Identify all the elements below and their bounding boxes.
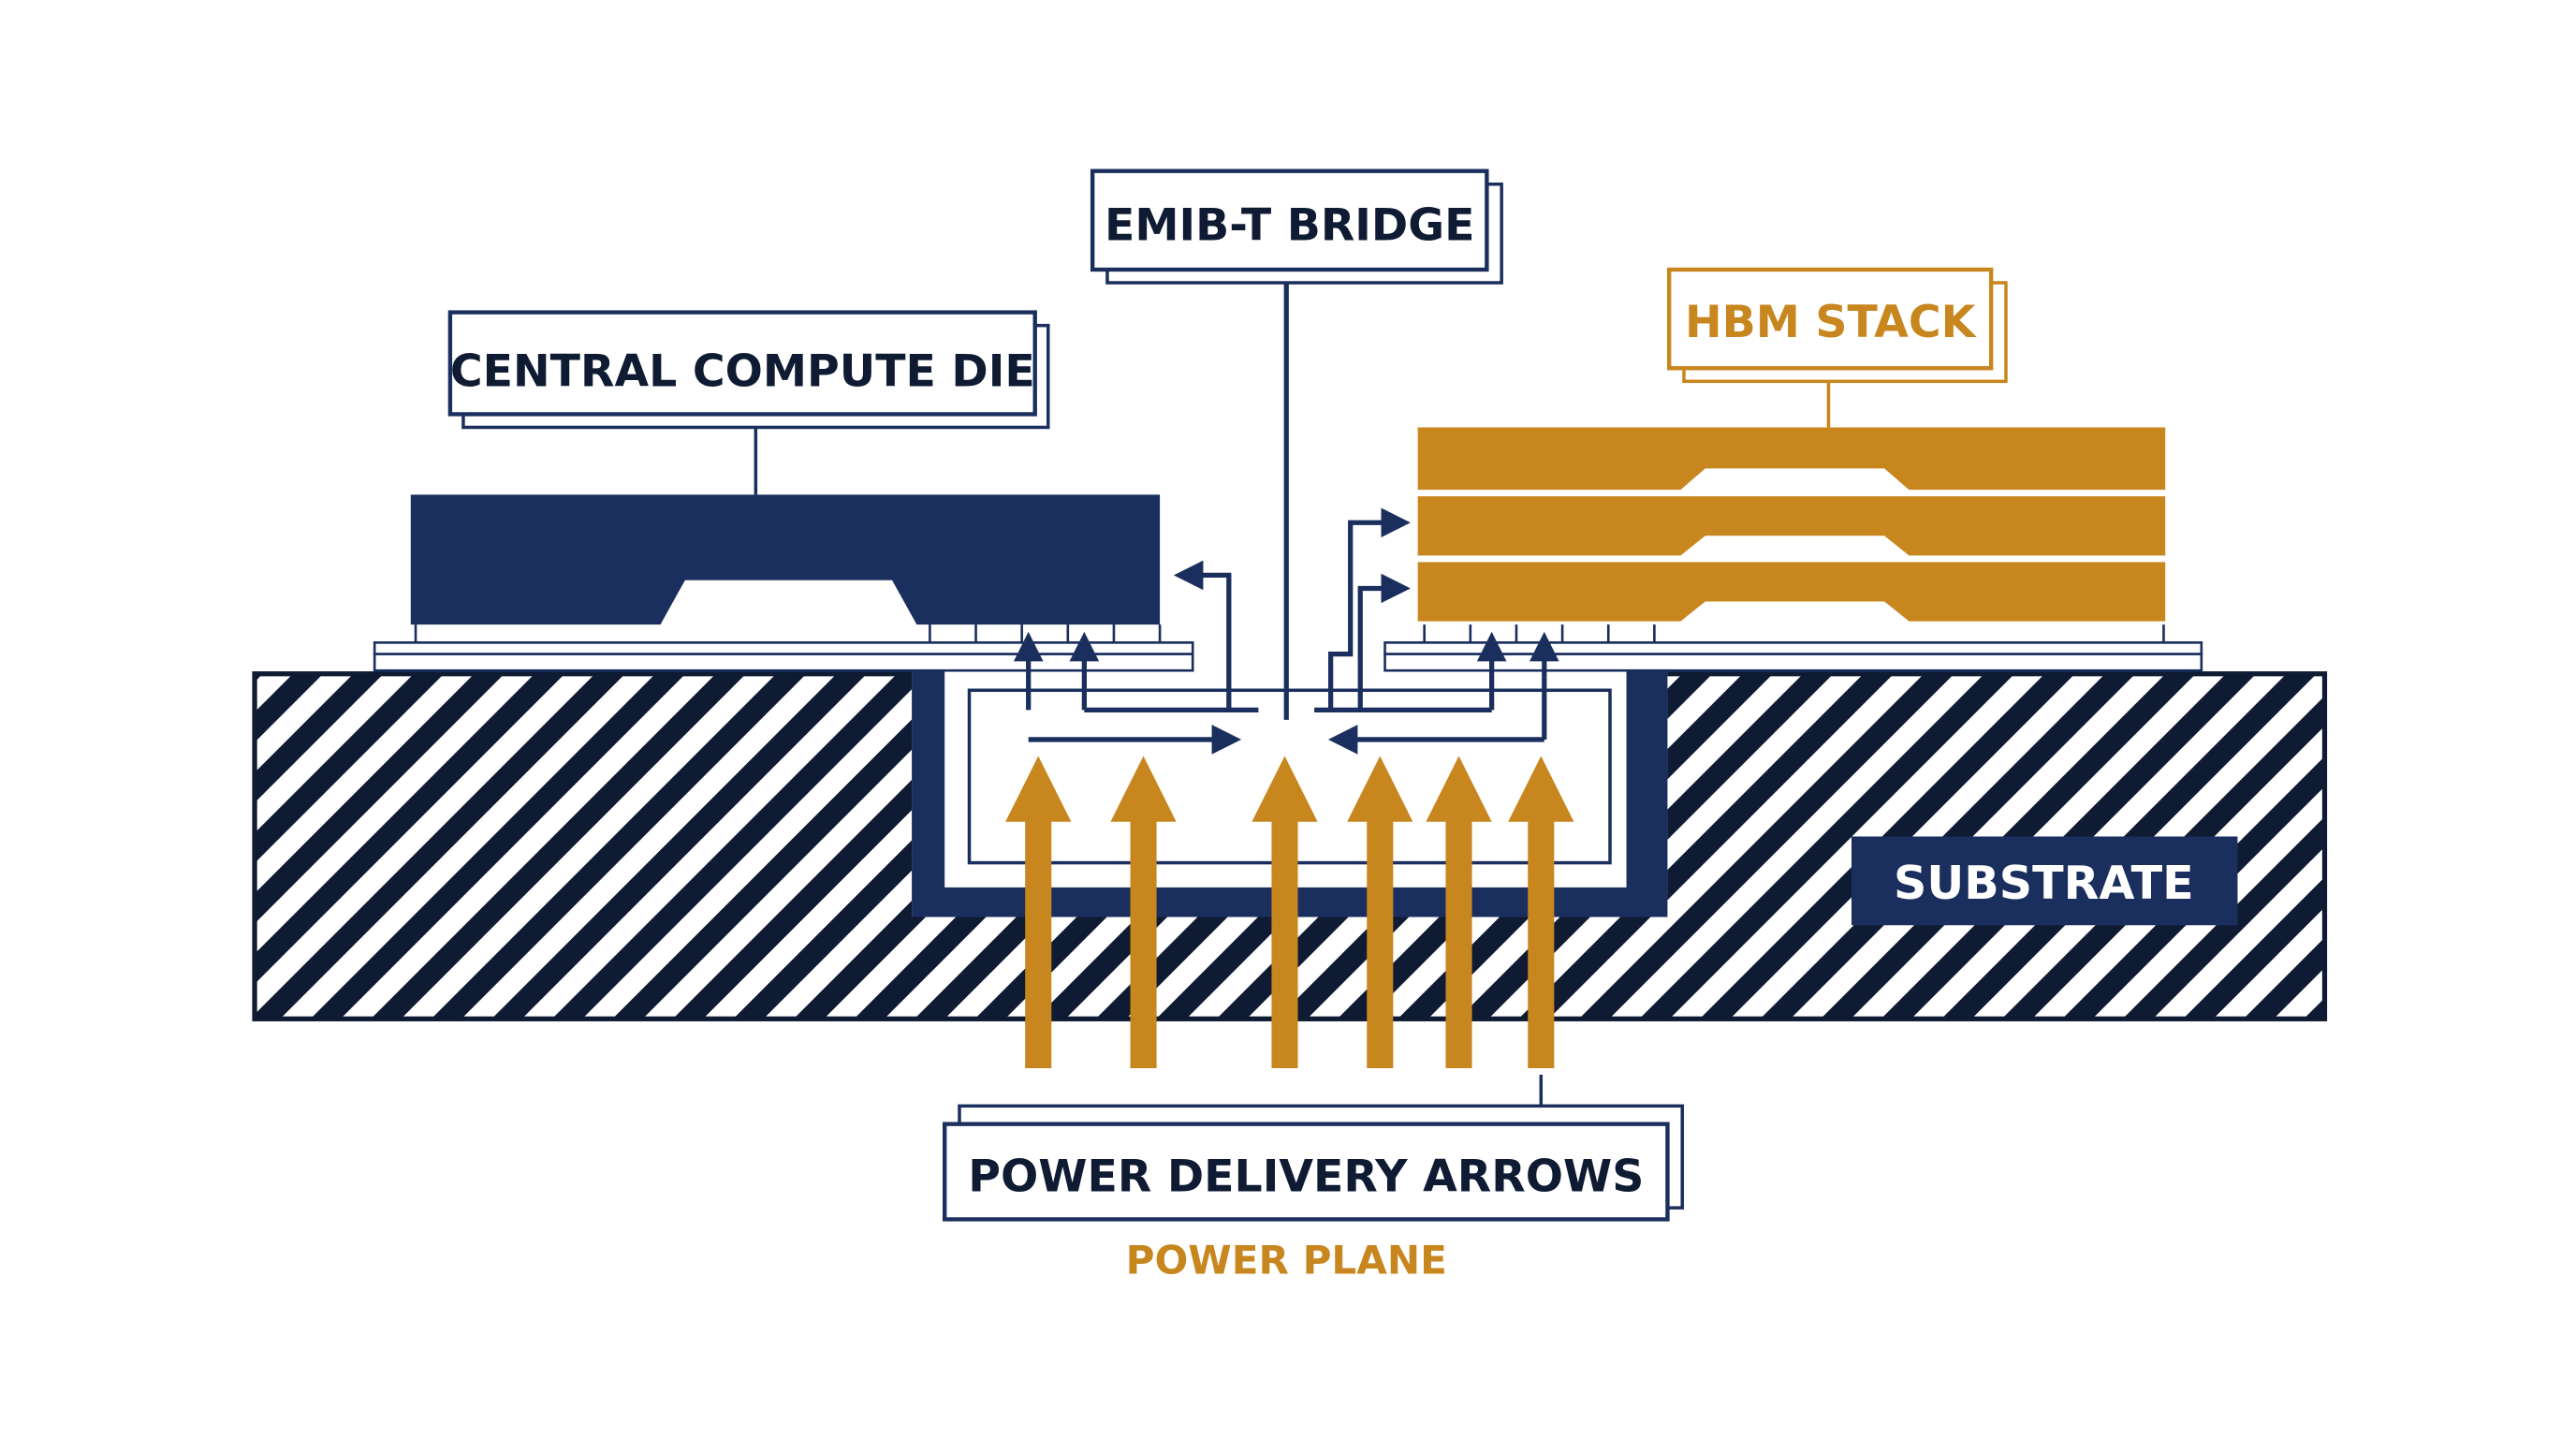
hbm-label: HBM STACK (1685, 297, 1978, 348)
emib-bridge-label-box: EMIB-T BRIDGE (1090, 169, 1503, 285)
hbm-label-box: HBM STACK (1666, 267, 2008, 384)
power-arrow-3 (1251, 756, 1318, 1068)
substrate-label-box: SUBSTRATE (1852, 836, 2238, 926)
power-arrow-6 (1508, 756, 1574, 1068)
power-plane-label: POWER PLANE (1126, 1237, 1447, 1283)
substrate-label: SUBSTRATE (1894, 856, 2194, 910)
power-arrow-4 (1347, 756, 1413, 1068)
left-pad-strip (373, 624, 1194, 672)
signal-routing-arrows (1013, 283, 1559, 755)
power-arrow-1 (1005, 756, 1072, 1068)
power-arrows-label: POWER DELIVERY ARROWS (968, 1152, 1644, 1203)
power-label-box: POWER DELIVERY ARROWS (942, 1104, 1684, 1222)
power-delivery-arrow-group (1005, 756, 1574, 1068)
central-die-label-box: CENTRAL COMPUTE DIE (447, 310, 1050, 430)
power-arrow-2 (1110, 756, 1177, 1068)
central-compute-die (410, 494, 1161, 625)
central-die-label: CENTRAL COMPUTE DIE (450, 346, 1035, 398)
hbm-stack (1417, 427, 2166, 622)
power-arrow-5 (1426, 756, 1492, 1068)
emib-bridge-label: EMIB-T BRIDGE (1105, 199, 1475, 251)
right-pad-strip (1383, 624, 2203, 672)
